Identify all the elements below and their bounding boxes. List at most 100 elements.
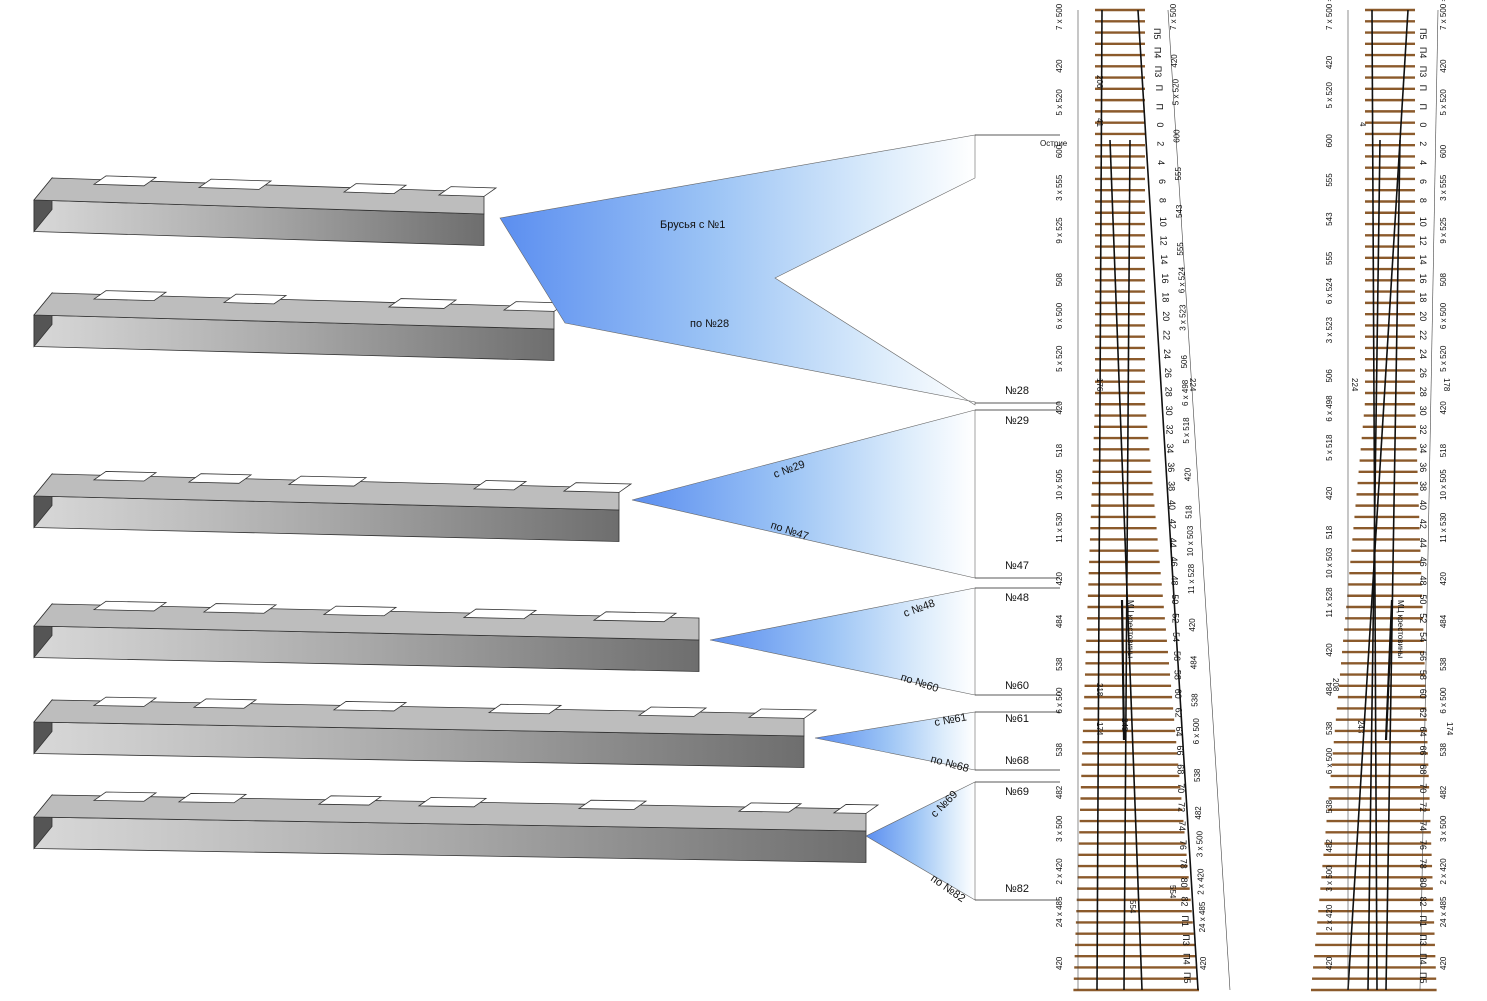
sleeper-number: 40 bbox=[1167, 500, 1177, 510]
sleeper-number: П5 bbox=[1418, 972, 1428, 983]
sleeper-number: 26 bbox=[1163, 368, 1173, 378]
sleeper-number: 58 bbox=[1172, 670, 1182, 680]
sleeper-number: 2 bbox=[1156, 141, 1166, 146]
sleeper-number: 66 bbox=[1175, 745, 1185, 755]
sleeper-number: 46 bbox=[1169, 557, 1179, 567]
sleeper-number: 20 bbox=[1418, 311, 1428, 321]
sleeper-number: П1 bbox=[1180, 915, 1190, 926]
rail-pad bbox=[192, 698, 258, 709]
sleeper-number: П4 bbox=[1181, 953, 1191, 964]
dimension-label-left: 482 bbox=[1055, 785, 1064, 799]
sleeper-number: П bbox=[1418, 85, 1428, 91]
dimension-label-right: 538 bbox=[1439, 657, 1448, 671]
rail-pad bbox=[332, 701, 408, 712]
small-dimension: 243 bbox=[1120, 718, 1129, 732]
dimension-label-right: 6 x 524 bbox=[1177, 266, 1186, 293]
joint-label: МЦ крестовины bbox=[1126, 600, 1135, 658]
sleeper-number: 0 bbox=[1155, 122, 1165, 127]
small-dimension: 554 bbox=[1168, 885, 1177, 899]
dimension-label-left: 5 x 520 bbox=[1325, 82, 1334, 109]
dimension-label-right: 518 bbox=[1439, 443, 1448, 457]
small-dimension: 178 bbox=[1442, 378, 1451, 392]
beam-top-face bbox=[33, 603, 700, 641]
dimension-label-right: 420 bbox=[1188, 618, 1197, 632]
dimension-label-left: 10 x 505 bbox=[1055, 469, 1064, 500]
small-dimension: 206 bbox=[1095, 75, 1104, 89]
rail-pad bbox=[177, 793, 248, 804]
sleeper-number: 4 bbox=[1156, 160, 1166, 165]
sleeper-number: П3 bbox=[1418, 66, 1428, 77]
sleeper-number: 56 bbox=[1172, 651, 1182, 661]
rail-pad bbox=[92, 600, 168, 612]
sleeper-number: 54 bbox=[1418, 632, 1428, 642]
dimension-label-left: 6 x 500 bbox=[1325, 747, 1334, 774]
group-start-marker: №61 bbox=[1005, 713, 1029, 725]
group-from-label: Брусья с №1 bbox=[660, 219, 725, 231]
group-end-marker: №28 bbox=[1005, 385, 1029, 397]
sleeper-number: 14 bbox=[1418, 255, 1428, 265]
sleeper-number: 78 bbox=[1418, 859, 1428, 869]
dimension-label-left: 538 bbox=[1325, 721, 1334, 735]
callout-wedge bbox=[709, 587, 976, 696]
beam-profile bbox=[33, 791, 880, 863]
sleeper-number: П bbox=[1418, 104, 1428, 110]
rail-pad bbox=[287, 475, 368, 487]
sleeper-number: 0 bbox=[1418, 122, 1428, 127]
rail-pad bbox=[317, 795, 383, 806]
dimension-label-left: 420 bbox=[1055, 401, 1064, 415]
dimension-label-right: 10 x 505 bbox=[1439, 469, 1448, 500]
rail-pad bbox=[562, 482, 633, 493]
sleeper-number: 82 bbox=[1180, 896, 1190, 906]
sleeper-number: 14 bbox=[1159, 255, 1169, 265]
dimension-label-right: 5 x 518 bbox=[1182, 417, 1191, 444]
sleeper-number: 20 bbox=[1161, 311, 1171, 321]
rail-pad bbox=[417, 797, 488, 808]
sleeper-number: 6 bbox=[1418, 179, 1428, 184]
sleeper-number: 18 bbox=[1160, 292, 1170, 302]
sleeper-number: 2 bbox=[1418, 141, 1428, 146]
sleeper-number: П3 bbox=[1418, 934, 1428, 945]
dimension-label-left: 518 bbox=[1055, 443, 1064, 457]
switch-rail bbox=[1367, 139, 1381, 991]
dimension-label-left: 420 bbox=[1325, 956, 1334, 970]
rail-pad bbox=[437, 186, 498, 197]
group-end-marker: №47 bbox=[1005, 560, 1029, 572]
rail-pad bbox=[472, 480, 528, 491]
frog bbox=[1120, 599, 1126, 741]
sleeper-number: 34 bbox=[1165, 443, 1175, 453]
dimension-label-left: 10 x 503 bbox=[1325, 547, 1334, 578]
sleeper-number: П4 bbox=[1418, 47, 1428, 58]
dimension-label-left: 538 bbox=[1055, 657, 1064, 671]
dimension-label-right: 420 bbox=[1439, 401, 1448, 415]
sleeper-number: 36 bbox=[1166, 462, 1176, 472]
dimension-label-left: 555 bbox=[1325, 251, 1334, 265]
sleeper-number: 44 bbox=[1418, 538, 1428, 548]
dimension-label-right: 6 x 498 bbox=[1181, 379, 1190, 406]
rail-pad bbox=[342, 183, 408, 195]
small-dimension: 243 bbox=[1356, 720, 1365, 734]
dimension-label-left: 420 bbox=[1325, 55, 1334, 69]
sleeper-number: 4 bbox=[1418, 160, 1428, 165]
dimension-label-left: 6 x 524 bbox=[1325, 277, 1334, 304]
dimension-label-right: 600 bbox=[1173, 129, 1182, 143]
sleeper-number: 56 bbox=[1418, 651, 1428, 661]
dimension-label-right: 2 x 420 bbox=[1197, 868, 1206, 895]
sleeper-number: 38 bbox=[1418, 481, 1428, 491]
dimension-label-left: 518 bbox=[1325, 525, 1334, 539]
dimension-label-left: 482 bbox=[1325, 839, 1334, 853]
sleeper-number: 62 bbox=[1418, 708, 1428, 718]
rail-pad bbox=[637, 706, 708, 717]
dimension-label-left: 484 bbox=[1055, 614, 1064, 628]
dimension-label-right: 420 bbox=[1199, 956, 1208, 970]
rail-pad bbox=[187, 473, 253, 484]
dimension-label-right: 420 bbox=[1183, 467, 1192, 481]
dimension-label-left: 11 x 530 bbox=[1055, 512, 1064, 543]
rail-pad bbox=[222, 293, 288, 305]
sleeper-number: 74 bbox=[1418, 821, 1428, 831]
switch-rail bbox=[1123, 139, 1131, 991]
sleeper-number: 6 bbox=[1157, 179, 1167, 184]
dimension-label-right: 11 x 528 bbox=[1187, 563, 1196, 594]
callout-wedge bbox=[631, 409, 976, 579]
switch-rail bbox=[1385, 139, 1401, 991]
